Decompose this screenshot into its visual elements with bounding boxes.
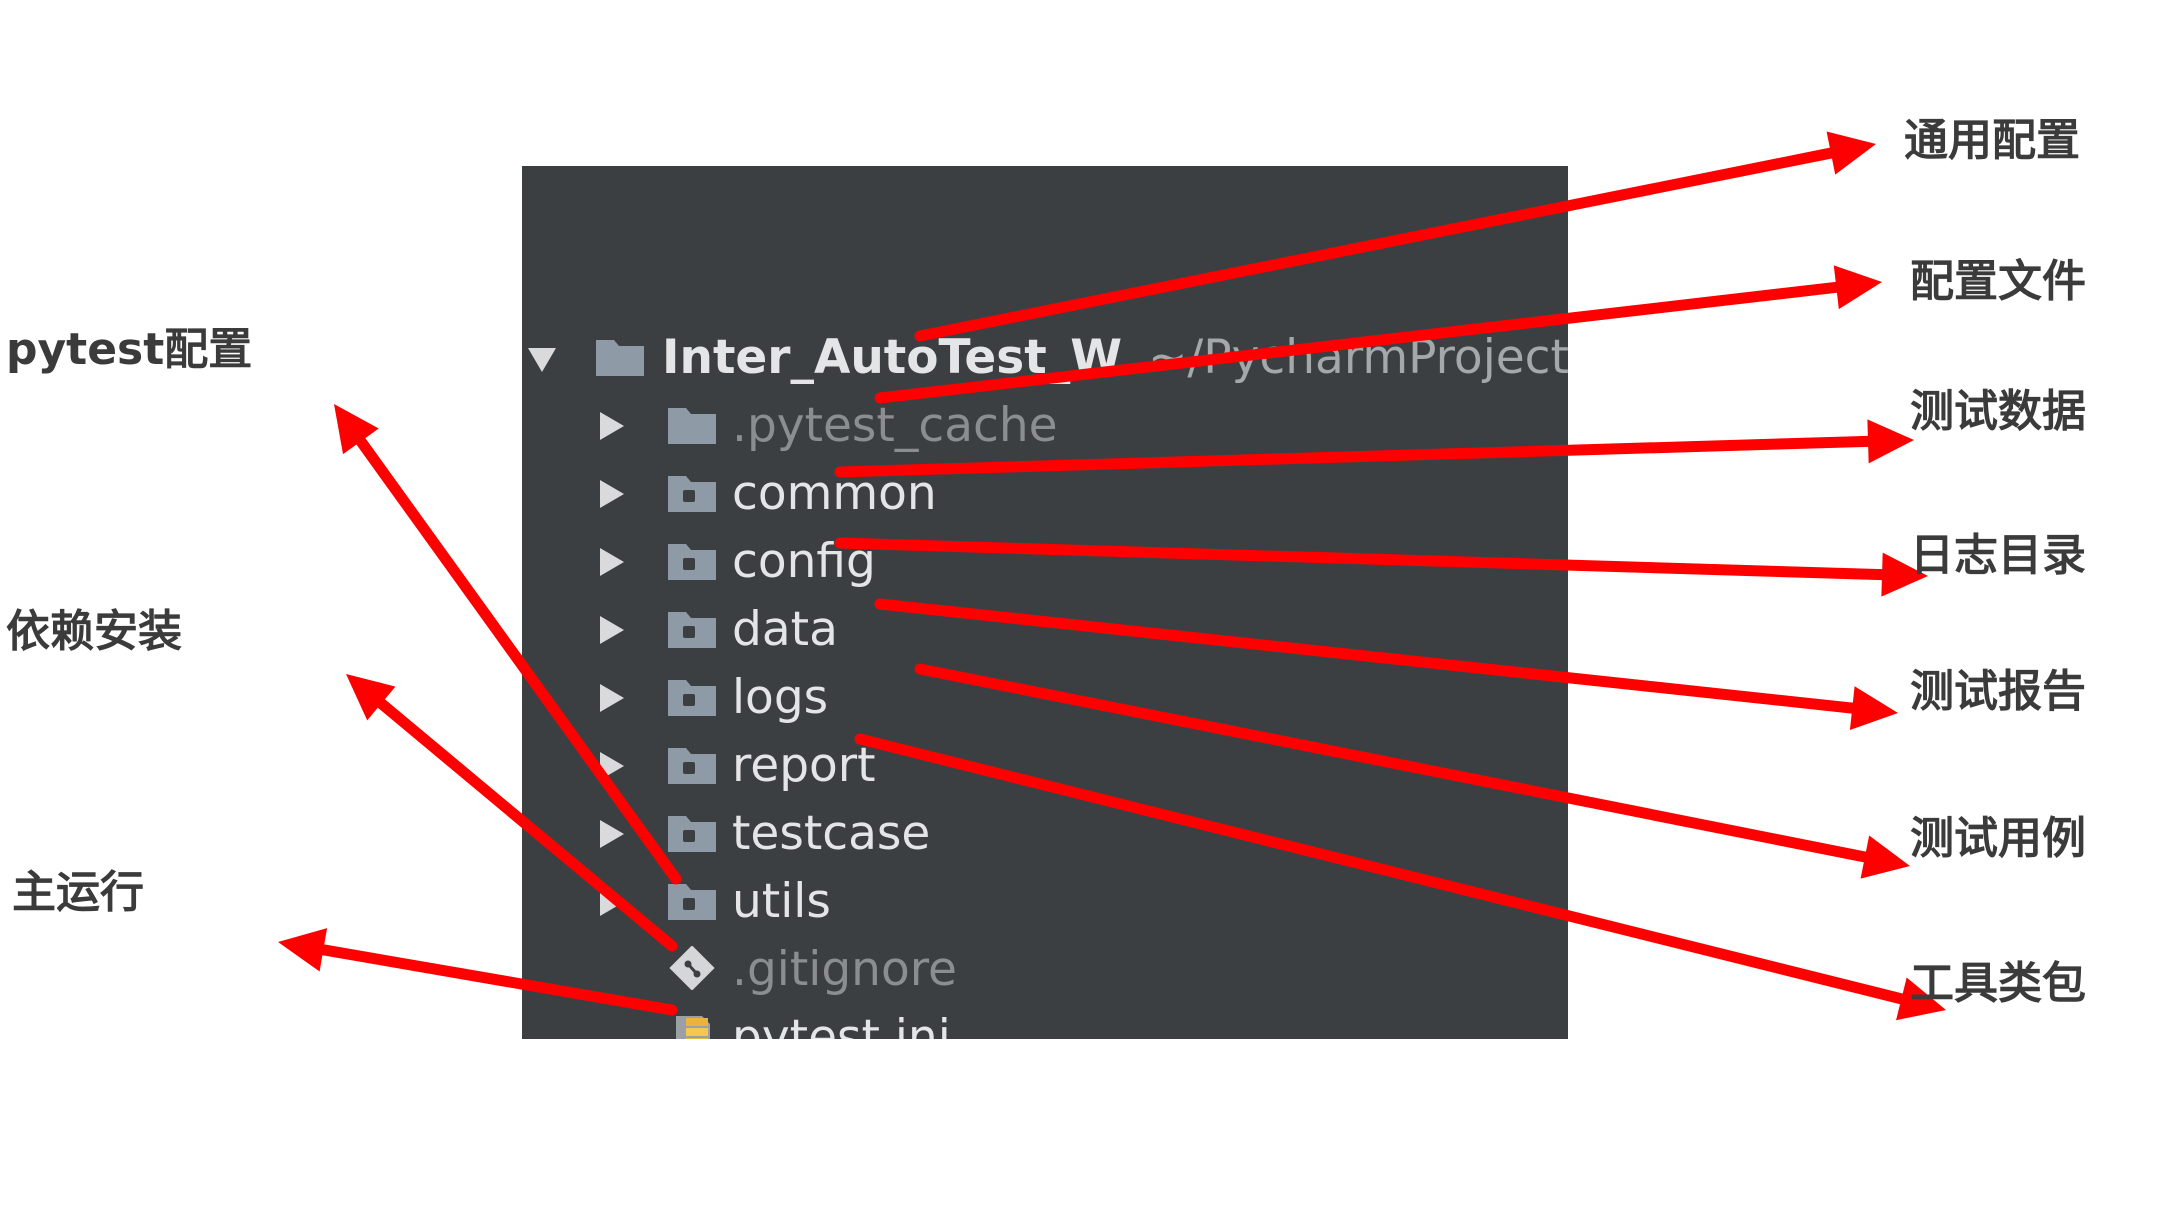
tree-item[interactable]: logs (522, 664, 1568, 732)
tree-item[interactable]: common (522, 460, 1568, 528)
module-folder-icon (668, 680, 716, 716)
arrow-head-icon (1849, 686, 1898, 730)
module-folder-icon (668, 748, 716, 784)
arrow-line (834, 537, 1888, 581)
tree-item-label: utils (732, 874, 831, 929)
annotation-dependency-install: 依赖安装 (6, 606, 182, 657)
tree-item-label: report (732, 738, 876, 793)
expand-arrow-icon[interactable] (600, 616, 624, 644)
annotation-main-run: 主运行 (12, 867, 144, 918)
settings-file-icon (676, 1016, 710, 1039)
tree-item[interactable]: utils (522, 868, 1568, 936)
annotation-log-dir: 日志目录 (1910, 530, 2086, 581)
git-file-icon (669, 946, 715, 990)
expand-arrow-icon[interactable] (600, 684, 624, 712)
annotation-config-files: 配置文件 (1910, 256, 2086, 307)
arrow-head-icon (1860, 835, 1910, 879)
expand-arrow-icon[interactable] (528, 348, 556, 372)
arrow-head-icon (334, 404, 379, 455)
tree-item[interactable]: .gitignore (522, 936, 1568, 1004)
arrow-line (317, 944, 678, 1016)
tree-item[interactable]: .pytest_cache (522, 392, 1568, 460)
expand-arrow-icon[interactable] (600, 412, 624, 440)
arrow-line (914, 147, 1837, 342)
annotation-test-cases: 测试用例 (1910, 813, 2086, 864)
expand-arrow-icon[interactable] (600, 480, 624, 508)
module-folder-icon (668, 476, 716, 512)
folder-icon (668, 408, 716, 444)
annotation-test-data: 测试数据 (1910, 386, 2086, 437)
arrow-line (355, 435, 682, 885)
tree-item[interactable]: testcase (522, 800, 1568, 868)
module-folder-icon (668, 884, 716, 920)
arrow-head-icon (1867, 419, 1914, 464)
annotation-utils-package: 工具类包 (1910, 958, 2086, 1009)
arrow-head-icon (346, 674, 396, 721)
tree-item-label: logs (732, 670, 829, 725)
arrow-head-icon (278, 928, 328, 972)
annotation-common-config: 通用配置 (1904, 115, 2080, 166)
tree-item-label: data (732, 602, 838, 657)
annotation-pytest-config: pytest配置 (6, 324, 253, 375)
module-folder-icon (668, 612, 716, 648)
expand-arrow-icon[interactable] (600, 820, 624, 848)
arrow-line (375, 697, 678, 952)
arrow-head-icon (1896, 977, 1946, 1021)
annotation-test-report: 测试报告 (1910, 666, 2086, 717)
tree-item-label: pytest.ini (732, 1010, 951, 1039)
module-folder-icon (668, 816, 716, 852)
arrow-line (854, 733, 1907, 1005)
arrow-head-icon (1881, 552, 1928, 597)
tree-item-label: testcase (732, 806, 931, 861)
arrow-line (874, 281, 1842, 404)
tree-item[interactable]: pytest.ini (522, 1004, 1568, 1039)
arrow-line (874, 598, 1858, 714)
tree-item[interactable]: report (522, 732, 1568, 800)
arrow-line (834, 435, 1874, 478)
tree-item-label: .gitignore (732, 942, 957, 997)
arrow-line (914, 663, 1871, 863)
folder-icon (596, 340, 644, 376)
expand-arrow-icon[interactable] (600, 548, 624, 576)
tree-item[interactable]: data (522, 596, 1568, 664)
arrow-head-icon (1826, 131, 1876, 175)
tree-item-label: .pytest_cache (732, 398, 1058, 453)
module-folder-icon (668, 544, 716, 580)
arrow-head-icon (1833, 265, 1882, 310)
